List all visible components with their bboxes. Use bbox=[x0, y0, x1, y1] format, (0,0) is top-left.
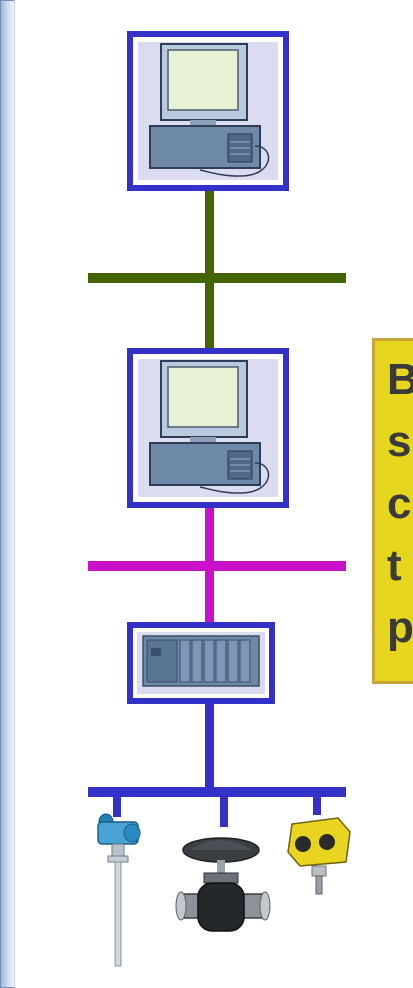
plc-rack-icon bbox=[142, 635, 260, 687]
computer-icon bbox=[149, 360, 270, 494]
field-network bbox=[88, 700, 346, 827]
middle-computer-node[interactable] bbox=[127, 348, 289, 508]
control-valve-icon[interactable] bbox=[175, 837, 271, 932]
radar-level-transmitter-icon[interactable] bbox=[97, 813, 141, 967]
field-bus bbox=[88, 787, 346, 797]
upper-bus bbox=[88, 273, 346, 283]
upper-network bbox=[88, 188, 346, 356]
upper-vertical-link bbox=[205, 188, 214, 356]
field-drop-2 bbox=[220, 795, 228, 827]
callout-line-1: B bbox=[387, 349, 413, 411]
callout-line-2: s bbox=[387, 417, 412, 466]
description-callout: B s c t p bbox=[372, 338, 413, 684]
junction-box-sensor-icon[interactable] bbox=[287, 817, 351, 895]
field-drop-1 bbox=[113, 795, 121, 817]
callout-line-5: p bbox=[387, 603, 413, 652]
callout-line-4: t bbox=[387, 541, 402, 590]
top-computer-node[interactable] bbox=[127, 31, 289, 191]
callout-line-3: c bbox=[387, 479, 412, 528]
field-vertical-link bbox=[205, 700, 214, 788]
middle-network bbox=[88, 506, 346, 626]
field-drop-3 bbox=[313, 795, 321, 815]
middle-bus bbox=[88, 561, 346, 571]
computer-icon bbox=[149, 43, 270, 177]
controller-node[interactable] bbox=[127, 622, 275, 704]
